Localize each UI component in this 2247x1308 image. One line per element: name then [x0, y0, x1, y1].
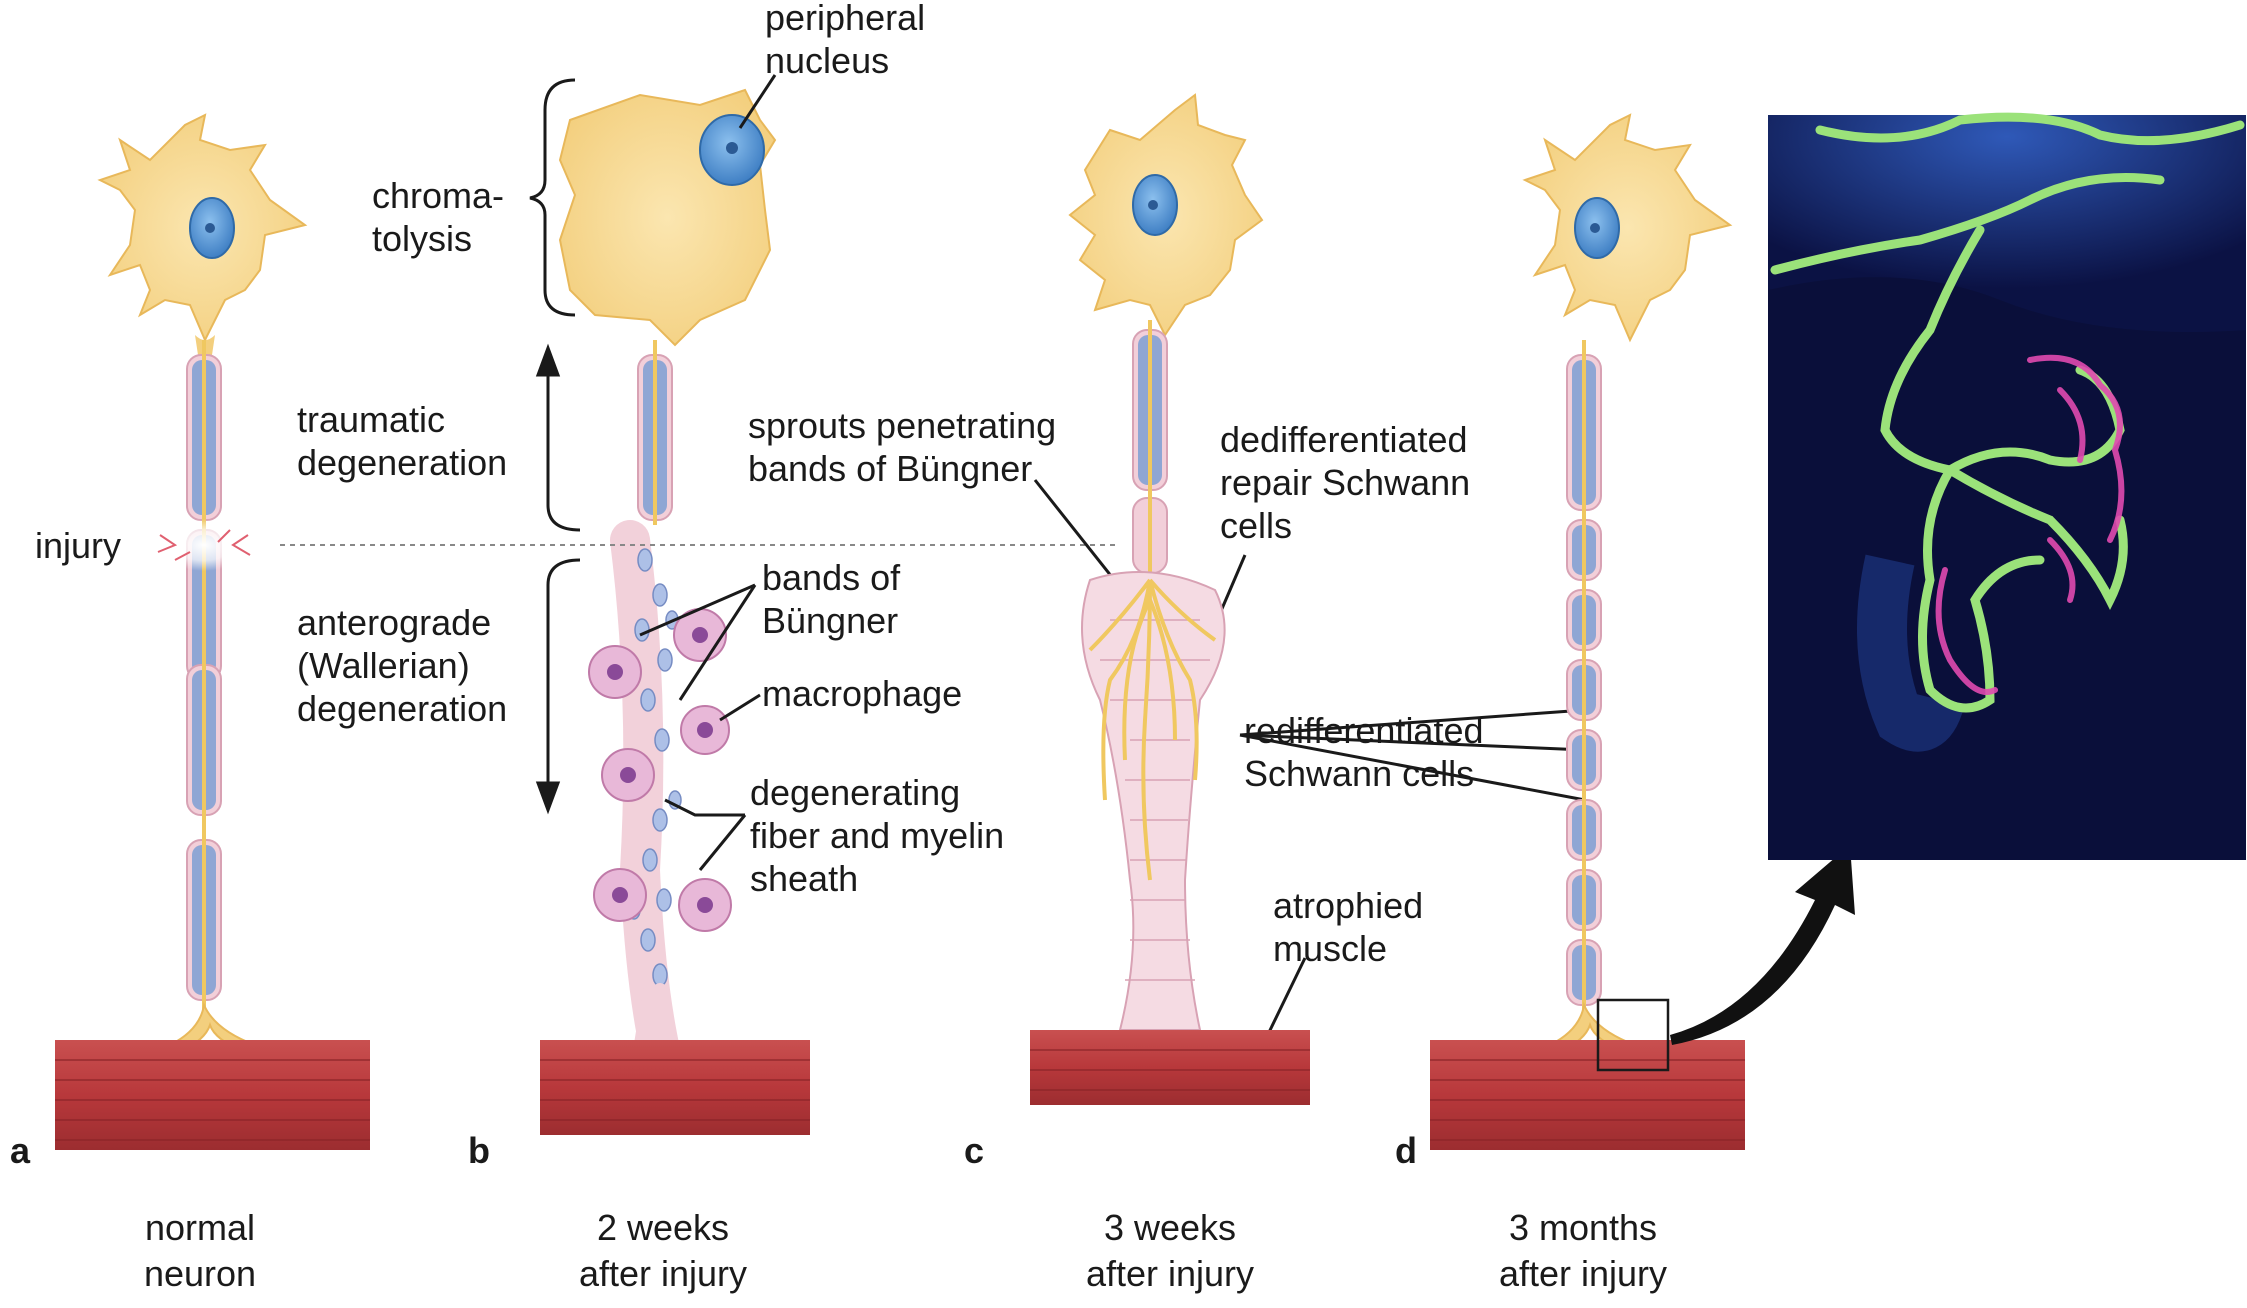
label-peripheral-nucleus: peripheral nucleus — [765, 0, 925, 81]
traumatic-line1: traumatic — [297, 399, 445, 440]
panel-letter-b: b — [468, 1130, 490, 1171]
traumatic-line2: degeneration — [297, 442, 507, 483]
caption-a-line1: normal — [145, 1207, 255, 1248]
axon-fluorescence — [1770, 112, 2245, 713]
sprouts — [1088, 578, 1217, 881]
peripheral-nucleus-line2: nucleus — [765, 40, 889, 81]
atrophied-line2: muscle — [1273, 928, 1387, 969]
degenerating-line1: degenerating — [750, 772, 960, 813]
atrophied-line1: atrophied — [1273, 885, 1423, 926]
endplate-fluorescence — [1935, 354, 2125, 695]
zoom-arrow-icon — [1670, 845, 1855, 1045]
panel-b-neuron — [540, 88, 810, 1135]
label-anterograde: anterograde (Wallerian) degeneration — [297, 602, 507, 729]
dediff-line1: dedifferentiated — [1220, 419, 1468, 460]
panel-letter-c: c — [964, 1130, 984, 1171]
chromatolysis-line1: chroma- — [372, 175, 504, 216]
anterograde-line1: anterograde — [297, 602, 491, 643]
caption-a-line2: neuron — [144, 1253, 256, 1294]
label-redifferentiated: redifferentiated Schwann cells — [1244, 710, 1484, 794]
label-macrophage: macrophage — [762, 673, 962, 714]
panel-a-neuron — [55, 113, 370, 1150]
muscle-c — [1030, 1030, 1310, 1105]
bands-line2: Büngner — [762, 600, 898, 641]
caption-d-line2: after injury — [1499, 1253, 1667, 1294]
muscle-a — [55, 1040, 370, 1150]
caption-b-line1: 2 weeks — [597, 1207, 729, 1248]
degenerating-line3: sheath — [750, 858, 858, 899]
dediff-line3: cells — [1220, 505, 1292, 546]
label-sprouts: sprouts penetrating bands of Büngner — [748, 405, 1056, 489]
injury-mark — [159, 519, 249, 571]
panel-letter-d: d — [1395, 1130, 1417, 1171]
caption-c-line2: after injury — [1086, 1253, 1254, 1294]
label-dedifferentiated: dedifferentiated repair Schwann cells — [1220, 419, 1470, 546]
annotation-lines — [280, 74, 1586, 1056]
dediff-line2: repair Schwann — [1220, 462, 1470, 503]
peripheral-nucleus-line1: peripheral — [765, 0, 925, 38]
anterograde-line2: (Wallerian) — [297, 645, 470, 686]
chromatolysis-line2: tolysis — [372, 218, 472, 259]
bands-line1: bands of — [762, 557, 901, 598]
label-traumatic: traumatic degeneration — [297, 399, 507, 483]
anterograde-line3: degeneration — [297, 688, 507, 729]
label-injury: injury — [35, 525, 121, 566]
degenerating-line2: fiber and myelin — [750, 815, 1004, 856]
panel-letter-a: a — [10, 1130, 31, 1171]
label-chromatolysis: chroma- tolysis — [372, 175, 504, 259]
panel-c-neuron — [1030, 93, 1310, 1105]
muscle-d — [1430, 1040, 1745, 1150]
soma-d — [1522, 113, 1733, 343]
micrograph — [1768, 112, 2246, 860]
caption-b-line2: after injury — [579, 1253, 747, 1294]
caption-d-line1: 3 months — [1509, 1207, 1657, 1248]
label-atrophied: atrophied muscle — [1273, 885, 1423, 969]
rediff-line1: redifferentiated — [1244, 710, 1484, 751]
label-degenerating: degenerating fiber and myelin sheath — [750, 772, 1004, 899]
caption-c-line1: 3 weeks — [1104, 1207, 1236, 1248]
label-bands: bands of Büngner — [762, 557, 901, 641]
zoom-box — [1596, 998, 1670, 1072]
sprouts-line2: bands of Büngner — [748, 448, 1032, 489]
sprouts-line1: sprouts penetrating — [748, 405, 1056, 446]
panel-d-neuron — [1430, 113, 1855, 1150]
rediff-line2: Schwann cells — [1244, 753, 1474, 794]
